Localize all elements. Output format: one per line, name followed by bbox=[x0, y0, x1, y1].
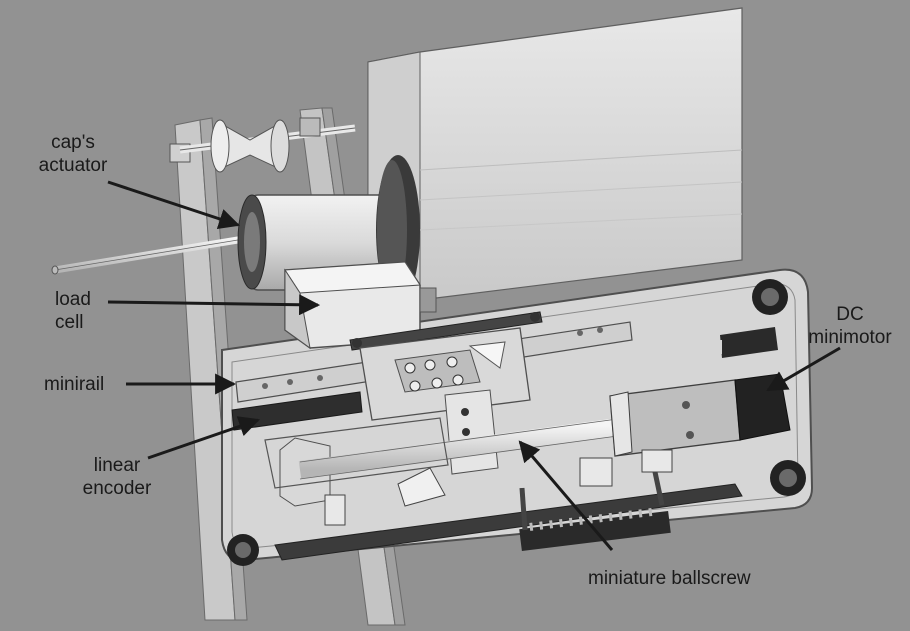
linear-encoder bbox=[231, 391, 363, 431]
label-miniature-ballscrew: miniature ballscrew bbox=[588, 568, 751, 589]
pulley-assembly bbox=[169, 117, 356, 173]
load-cell bbox=[284, 261, 437, 350]
arrow-miniature-ballscrew bbox=[518, 440, 614, 551]
label-caps-actuator: cap's actuator bbox=[38, 132, 108, 176]
motor-housing bbox=[367, 7, 743, 301]
arrow-dc-minimotor bbox=[766, 346, 841, 392]
label-linear-encoder: linear encoder bbox=[82, 455, 152, 499]
arrow-linear-encoder bbox=[147, 416, 260, 460]
brackets bbox=[324, 449, 673, 531]
wheels bbox=[227, 279, 806, 566]
arrow-caps-actuator bbox=[107, 180, 240, 230]
miniature-ballscrew bbox=[264, 417, 627, 507]
arrow-load-cell bbox=[107, 294, 321, 316]
label-load-cell: load cell bbox=[55, 289, 91, 333]
label-dc-minimotor: DC minimotor bbox=[808, 304, 892, 348]
label-minirail: minirail bbox=[44, 374, 105, 395]
callout-arrows bbox=[107, 180, 841, 551]
